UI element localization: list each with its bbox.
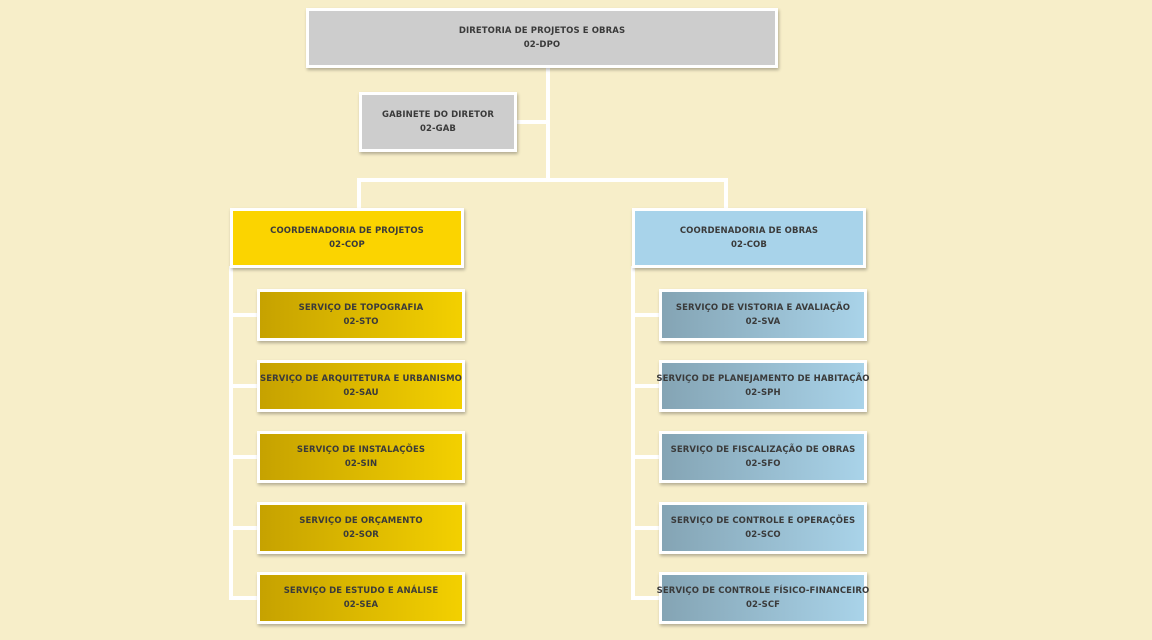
connector-works-service-4 bbox=[631, 526, 661, 530]
projects-service-box: SERVIÇO DE ARQUITETURA E URBANISMO 02-SA… bbox=[257, 360, 465, 412]
service-name: SERVIÇO DE INSTALAÇÕES bbox=[296, 445, 426, 455]
works-service-box: SERVIÇO DE CONTROLE FÍSICO-FINANCEIRO 02… bbox=[656, 572, 870, 624]
works-coordination-code: 02-COB bbox=[731, 240, 767, 250]
service-name: SERVIÇO DE CONTROLE E OPERAÇÕES bbox=[670, 516, 856, 526]
service-code: 02-SIN bbox=[344, 459, 378, 469]
connector-projects-service-1 bbox=[229, 313, 259, 317]
connector-works-drop bbox=[724, 178, 728, 209]
connector-projects-service-5 bbox=[229, 596, 259, 600]
service-code: 02-SCF bbox=[745, 600, 781, 610]
works-service-box: SERVIÇO DE PLANEJAMENTO DE HABITAÇÃO 02-… bbox=[656, 360, 870, 412]
service-code: 02-SEA bbox=[343, 600, 379, 610]
service-code: 02-SCO bbox=[745, 530, 781, 540]
projects-service-box: SERVIÇO DE INSTALAÇÕES 02-SIN bbox=[257, 431, 465, 483]
director-box: DIRETORIA DE PROJETOS E OBRAS 02-DPO bbox=[306, 8, 778, 68]
works-service-box: SERVIÇO DE VISTORIA E AVALIAÇÃO 02-SVA bbox=[659, 289, 867, 341]
service-code: 02-SVA bbox=[745, 317, 781, 327]
service-name: SERVIÇO DE CONTROLE FÍSICO-FINANCEIRO bbox=[656, 586, 870, 596]
connector-projects-service-2 bbox=[229, 384, 259, 388]
cabinet-box: GABINETE DO DIRETOR 02-GAB bbox=[359, 92, 517, 152]
director-code: 02-DPO bbox=[523, 40, 561, 50]
connector-projects-service-3 bbox=[229, 455, 259, 459]
connector-cabinet bbox=[516, 120, 548, 124]
works-coordination-name: COORDENADORIA DE OBRAS bbox=[679, 226, 819, 236]
works-coordination-box: COORDENADORIA DE OBRAS 02-COB bbox=[632, 208, 866, 268]
connector-works-service-2 bbox=[631, 384, 661, 388]
service-code: 02-SOR bbox=[343, 530, 379, 540]
projects-coordination-box: COORDENADORIA DE PROJETOS 02-COP bbox=[230, 208, 464, 268]
cabinet-name: GABINETE DO DIRETOR bbox=[382, 110, 494, 120]
projects-service-box: SERVIÇO DE ORÇAMENTO 02-SOR bbox=[257, 502, 465, 554]
service-code: 02-STO bbox=[343, 317, 379, 327]
works-service-box: SERVIÇO DE FISCALIZAÇÃO DE OBRAS 02-SFO bbox=[659, 431, 867, 483]
connector-director-trunk bbox=[546, 67, 550, 181]
service-code: 02-SFO bbox=[745, 459, 781, 469]
works-service-box: SERVIÇO DE CONTROLE E OPERAÇÕES 02-SCO bbox=[659, 502, 867, 554]
connector-works-spine bbox=[631, 266, 635, 599]
projects-coordination-name: COORDENADORIA DE PROJETOS bbox=[270, 226, 424, 236]
connector-projects-drop bbox=[357, 178, 361, 209]
projects-service-box: SERVIÇO DE TOPOGRAFIA 02-STO bbox=[257, 289, 465, 341]
director-name: DIRETORIA DE PROJETOS E OBRAS bbox=[458, 26, 626, 36]
connector-works-service-1 bbox=[631, 313, 661, 317]
service-name: SERVIÇO DE ORÇAMENTO bbox=[299, 516, 423, 526]
service-name: SERVIÇO DE FISCALIZAÇÃO DE OBRAS bbox=[670, 445, 856, 455]
projects-coordination-code: 02-COP bbox=[329, 240, 365, 250]
connector-works-service-5 bbox=[631, 596, 661, 600]
connector-coordinations bbox=[357, 178, 728, 182]
service-name: SERVIÇO DE ARQUITETURA E URBANISMO bbox=[260, 374, 463, 384]
service-code: 02-SPH bbox=[745, 388, 781, 398]
projects-service-box: SERVIÇO DE ESTUDO E ANÁLISE 02-SEA bbox=[257, 572, 465, 624]
service-code: 02-SAU bbox=[343, 388, 379, 398]
connector-projects-spine bbox=[229, 266, 233, 599]
service-name: SERVIÇO DE VISTORIA E AVALIAÇÃO bbox=[675, 303, 851, 313]
service-name: SERVIÇO DE TOPOGRAFIA bbox=[298, 303, 424, 313]
service-name: SERVIÇO DE PLANEJAMENTO DE HABITAÇÃO bbox=[656, 374, 870, 384]
service-name: SERVIÇO DE ESTUDO E ANÁLISE bbox=[283, 586, 439, 596]
connector-works-service-3 bbox=[631, 455, 661, 459]
connector-projects-service-4 bbox=[229, 526, 259, 530]
cabinet-code: 02-GAB bbox=[420, 124, 456, 134]
